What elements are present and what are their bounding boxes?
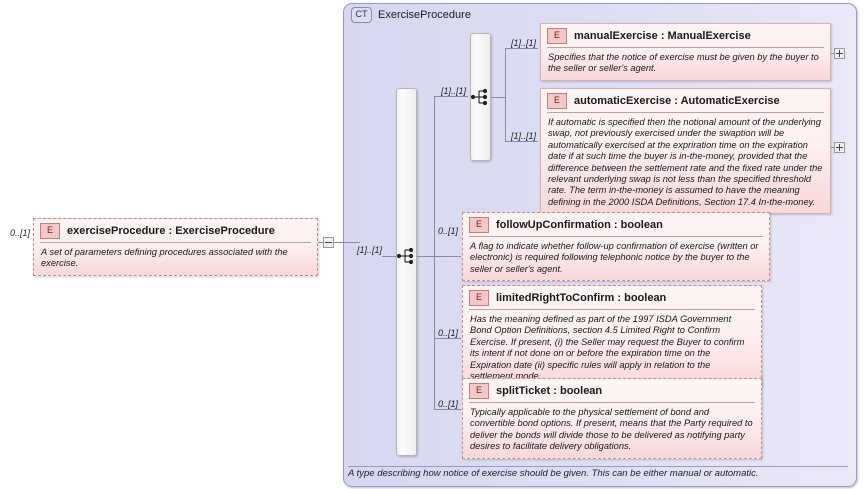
annotation-divider [348, 466, 848, 467]
divider [469, 309, 755, 310]
cardinality-splitticket: 0..[1] [437, 399, 458, 409]
connector [491, 97, 505, 98]
element-automaticexercise-doc: If automatic is specified then the notio… [548, 117, 823, 207]
element-splitticket-header: E splitTicket : boolean [463, 379, 761, 402]
complextype-title: ExerciseProcedure [378, 9, 471, 21]
expand-toggle-automaticexercise[interactable] [834, 142, 845, 153]
element-splitticket[interactable]: E splitTicket : boolean Typically applic… [462, 378, 762, 459]
element-manualexercise-name: manualExercise : ManualExercise [574, 30, 751, 42]
element-automaticexercise[interactable]: E automaticExercise : AutomaticExercise … [540, 88, 831, 215]
element-followupconfirmation[interactable]: E followUpConfirmation : boolean A flag … [462, 212, 770, 282]
complextype-header: CT ExerciseProcedure [351, 6, 471, 24]
element-automaticexercise-name: automaticExercise : AutomaticExercise [574, 95, 780, 107]
connector [434, 256, 461, 257]
collapse-toggle-exerciseprocedure[interactable] [323, 237, 334, 248]
complextype-annotation: A type describing how notice of exercise… [348, 468, 759, 479]
cardinality-automaticexercise: [1]..[1] [510, 131, 536, 141]
element-splitticket-doc: Typically applicable to the physical set… [470, 407, 753, 452]
cardinality-outer-group: [1]..[1] [356, 245, 382, 255]
sequence-icon-outer[interactable] [396, 246, 418, 271]
connector [505, 141, 538, 142]
connector [434, 338, 461, 339]
plus-icon [839, 144, 840, 151]
element-icon: E [547, 28, 567, 44]
element-followupconfirmation-name: followUpConfirmation : boolean [496, 219, 663, 231]
connector [382, 256, 396, 257]
connector [417, 256, 434, 257]
plus-icon [839, 50, 840, 57]
element-exerciseprocedure-header: E exerciseProcedure : ExerciseProcedure [34, 219, 317, 242]
divider [547, 112, 824, 113]
divider [40, 242, 311, 243]
element-manualexercise[interactable]: E manualExercise : ManualExercise Specif… [540, 23, 831, 81]
element-icon: E [40, 223, 60, 239]
element-splitticket-name: splitTicket : boolean [496, 385, 603, 397]
element-followupconfirmation-doc: A flag to indicate whether follow-up con… [470, 241, 759, 274]
element-icon: E [469, 383, 489, 399]
element-exerciseprocedure-name: exerciseProcedure : ExerciseProcedure [67, 225, 275, 237]
cardinality-inner-group: [1]..[1] [440, 86, 466, 96]
element-icon: E [469, 290, 489, 306]
element-limitedrighttoconfirm-header: E limitedRightToConfirm : boolean [463, 286, 761, 309]
element-followupconfirmation-header: E followUpConfirmation : boolean [463, 213, 769, 236]
connector [505, 48, 506, 141]
complextype-badge: CT [351, 7, 372, 23]
divider [547, 47, 824, 48]
element-exerciseprocedure-doc: A set of parameters defining procedures … [41, 247, 288, 269]
expand-toggle-manualexercise[interactable] [834, 48, 845, 59]
minus-icon [325, 242, 332, 243]
divider [469, 236, 763, 237]
connector [505, 48, 538, 49]
element-exerciseprocedure[interactable]: E exerciseProcedure : ExerciseProcedure … [33, 218, 318, 276]
cardinality-limitedrighttoconfirm: 0..[1] [437, 328, 458, 338]
connector [334, 242, 360, 243]
connector [318, 242, 323, 243]
element-automaticexercise-header: E automaticExercise : AutomaticExercise [541, 89, 830, 112]
element-manualexercise-header: E manualExercise : ManualExercise [541, 24, 830, 47]
element-limitedrighttoconfirm[interactable]: E limitedRightToConfirm : boolean Has th… [462, 285, 762, 389]
connector [434, 409, 461, 410]
element-manualexercise-doc: Specifies that the notice of exercise mu… [548, 52, 819, 74]
divider [469, 402, 755, 403]
connector [434, 96, 468, 97]
cardinality-exerciseprocedure: 0..[1] [9, 228, 30, 238]
element-icon: E [547, 93, 567, 109]
cardinality-manualexercise: [1]..[1] [510, 38, 536, 48]
element-icon: E [469, 217, 489, 233]
cardinality-followupconfirmation: 0..[1] [437, 226, 458, 236]
sequence-icon-inner[interactable] [470, 87, 492, 112]
element-limitedrighttoconfirm-doc: Has the meaning defined as part of the 1… [470, 314, 745, 382]
model-group-outer-bar [396, 88, 417, 456]
element-limitedrighttoconfirm-name: limitedRightToConfirm : boolean [496, 292, 667, 304]
connector [434, 96, 435, 409]
